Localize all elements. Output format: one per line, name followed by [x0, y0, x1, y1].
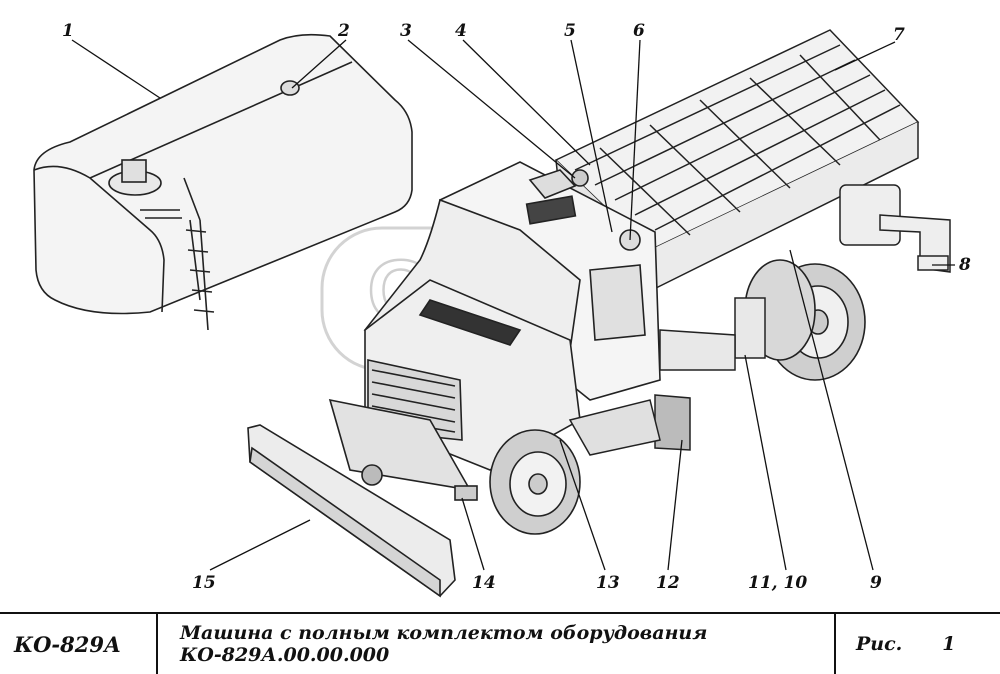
title-block: КО-829А Машина с полным комплектом обору… — [0, 612, 1000, 674]
callout-1: 1 — [62, 21, 74, 41]
equipment-drawing: OPEX — [33, 21, 971, 598]
callout-7: 7 — [893, 25, 905, 45]
callout-11-10: 11, 10 — [748, 573, 807, 593]
callout-15: 15 — [192, 573, 216, 593]
callout-3: 3 — [400, 21, 412, 41]
callout-4: 4 — [455, 21, 467, 41]
callout-9: 9 — [870, 573, 882, 593]
model-code: КО-829А — [0, 614, 158, 674]
leader-lines — [71, 39, 955, 571]
water-tank — [33, 33, 413, 331]
callout-12: 12 — [656, 573, 680, 593]
callout-13: 13 — [596, 573, 620, 593]
spreader-outlet — [839, 184, 951, 273]
callout-5: 5 — [564, 21, 576, 41]
callout-2: 2 — [337, 21, 350, 41]
side-equipment — [568, 297, 766, 456]
callout-14: 14 — [472, 573, 496, 593]
snow-plow — [247, 398, 478, 598]
drawing-description: Машина с полным комплектом оборудования … — [158, 614, 836, 674]
front-wheel — [489, 429, 581, 535]
figure-label: Рис. — [856, 633, 903, 655]
callout-6: 6 — [633, 21, 645, 41]
callout-8: 8 — [958, 255, 971, 275]
callout-labels: 1 2 3 4 5 6 7 8 9 11, 10 12 13 14 15 — [62, 21, 971, 593]
figure-reference: Рис. 1 — [836, 614, 1000, 674]
figure-number: 1 — [942, 633, 956, 655]
truck-cab — [363, 161, 661, 401]
